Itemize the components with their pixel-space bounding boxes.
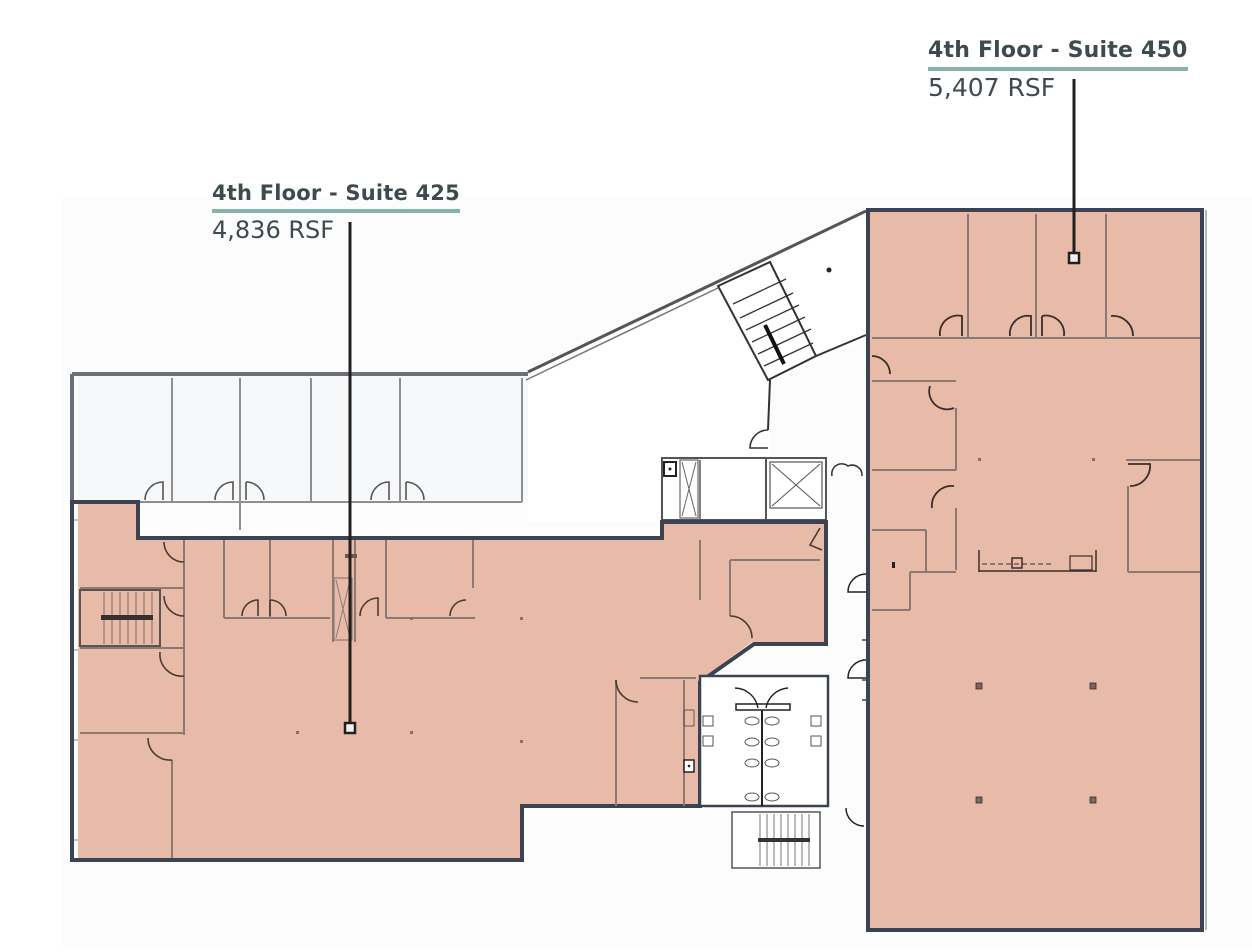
stair-south [731,807,865,869]
suite-425-marker-icon [343,721,357,735]
suite-450-marker-icon [1067,251,1081,265]
suite-425-fill [78,502,826,860]
north-office-strip [70,372,528,532]
suite-450-area[interactable] [862,208,1207,932]
suite-425-area[interactable] [70,500,828,862]
suite-425-label: 4th Floor - Suite 425 4,836 RSF [212,180,460,245]
passenger-elevator [769,461,823,509]
stair-west [79,589,161,647]
angled-corridor-wing [525,209,867,522]
suite-425-title: 4th Floor - Suite 425 [212,180,460,213]
suite-450-title: 4th Floor - Suite 450 [928,38,1188,71]
suite-425-leader [343,222,357,735]
suite-450-area-rsf: 5,407 RSF [928,73,1056,102]
restrooms [698,674,830,808]
suite-425-area-rsf: 4,836 RSF [212,216,335,244]
suite-450-leader [1067,79,1081,265]
freight-elevator [679,459,699,519]
suite-450-label: 4th Floor - Suite 450 5,407 RSF [928,38,1188,103]
reception-counter [978,550,1097,572]
elevator-core [661,457,863,521]
